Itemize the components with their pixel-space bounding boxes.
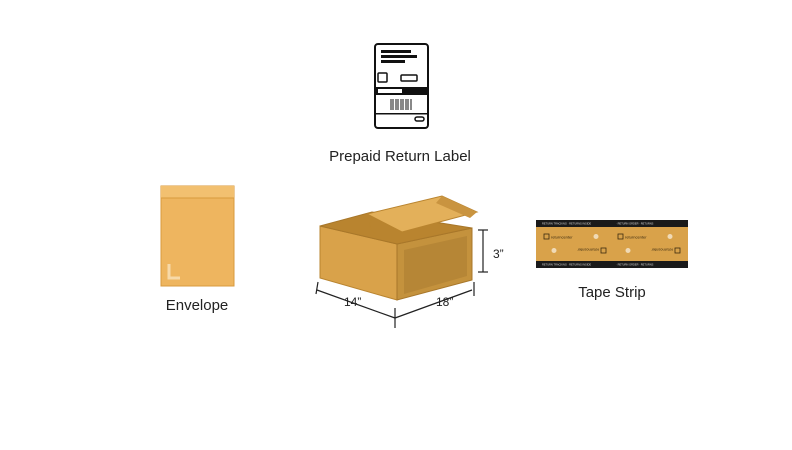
return-label-caption: Prepaid Return Label	[329, 148, 471, 165]
box-length-label-wrap: 18”	[436, 295, 453, 309]
svg-text:· RETURN ORDER · RETURNS: · RETURN ORDER · RETURNS	[616, 263, 654, 267]
svg-text:· RETURN ORDER · RETURNS: · RETURN ORDER · RETURNS	[616, 222, 654, 226]
box-width-label: 14”	[344, 295, 361, 309]
tape-strip-caption: Tape Strip	[578, 284, 646, 301]
tape-brand-text: returncenter	[551, 235, 573, 240]
box-width-label-wrap: 14”	[344, 295, 361, 309]
box-height-label: 3”	[493, 247, 504, 261]
svg-text:returncenter: returncenter	[625, 235, 647, 240]
svg-text:returncenter: returncenter	[577, 248, 599, 253]
box-height-label-wrap: 3”	[493, 247, 504, 261]
svg-text:RETURN TRACKING · RETURNS INSI: RETURN TRACKING · RETURNS INSIDE	[542, 222, 591, 226]
box-length-label: 18”	[436, 295, 453, 309]
svg-text:RETURN TRACKING · RETURNS INSI: RETURN TRACKING · RETURNS INSIDE	[542, 263, 591, 267]
svg-text:returncenter: returncenter	[651, 248, 673, 253]
envelope-caption: Envelope	[165, 297, 229, 314]
